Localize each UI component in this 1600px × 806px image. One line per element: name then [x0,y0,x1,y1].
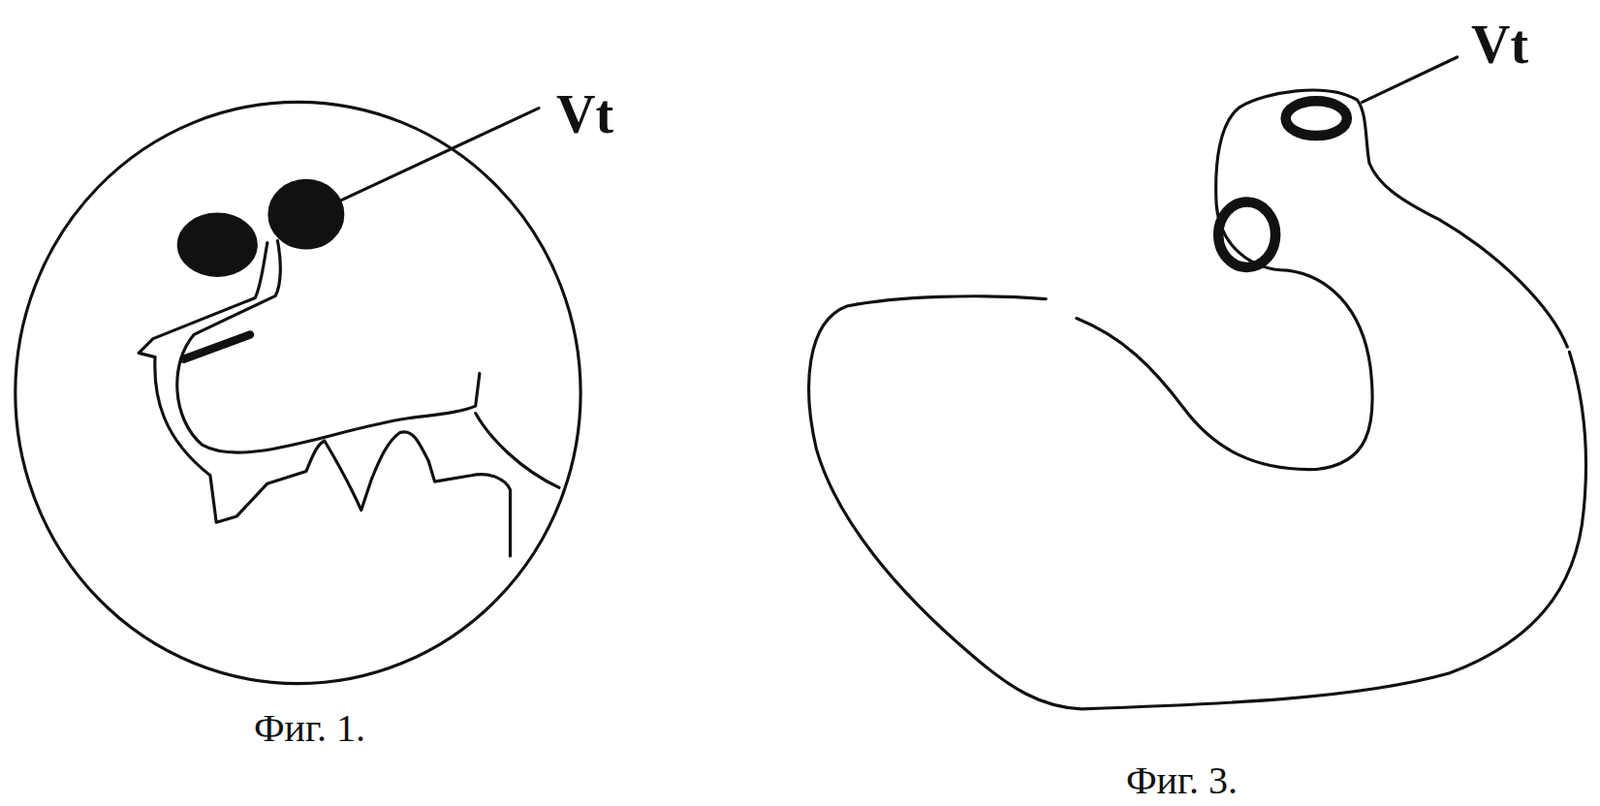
leader-line [1362,57,1458,102]
dark-mark [184,334,251,359]
figure-caption: Фиг. 3. [1126,761,1238,801]
vesicle [178,214,256,276]
egg-outline [15,101,581,684]
vesicle [269,180,344,249]
embryo-outline [138,243,510,557]
eye-ring [1218,202,1276,268]
leader-line [342,108,539,201]
part-label: Vt [556,87,614,142]
embryo-outline [809,296,1587,710]
embryo-right [475,413,560,489]
part-label: Vt [1471,17,1529,72]
figure-caption: Фиг. 1. [253,709,366,749]
embryo-outline [1076,90,1568,471]
eye-ring [1286,100,1348,136]
